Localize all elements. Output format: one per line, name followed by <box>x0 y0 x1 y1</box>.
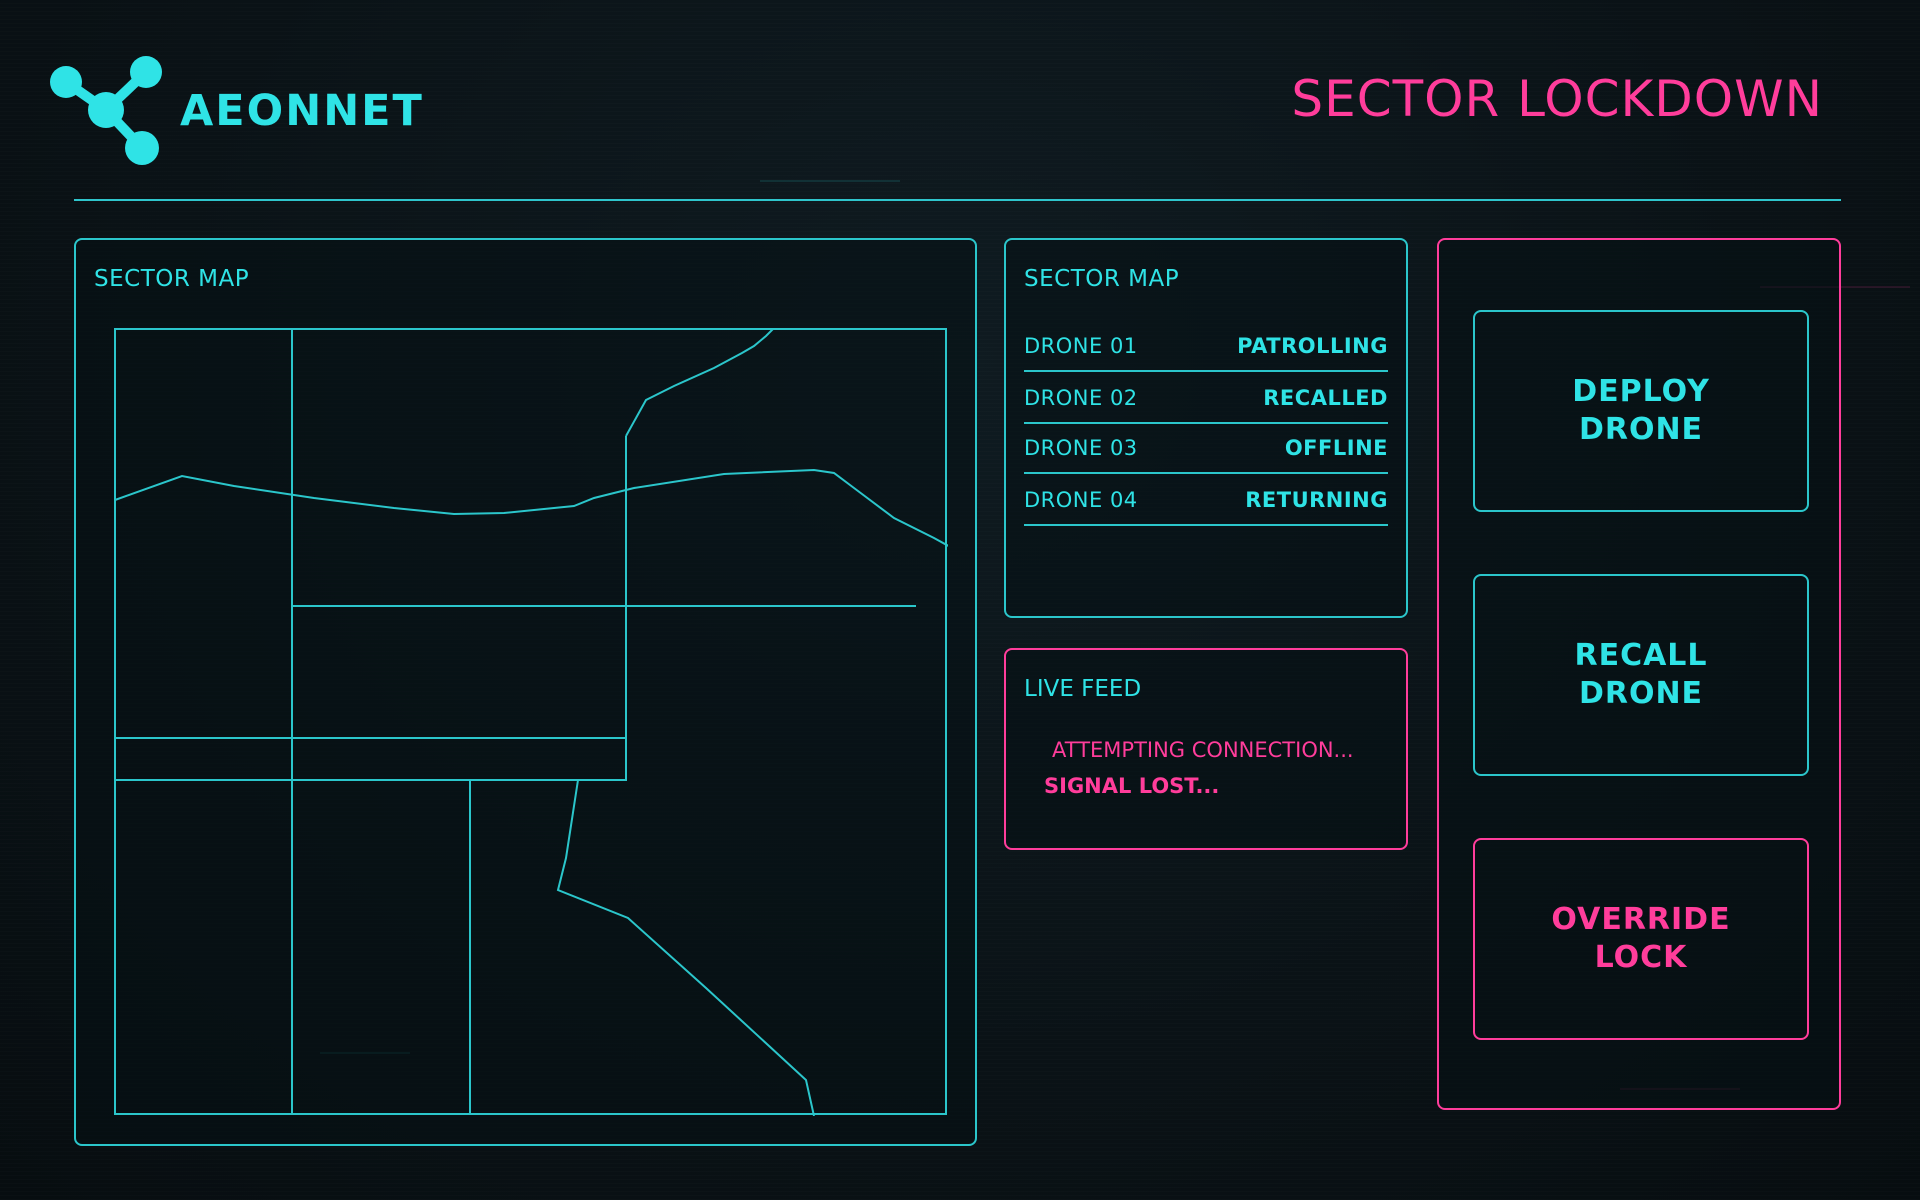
drone-name: DRONE 01 <box>1024 334 1138 358</box>
deploy-drone-button[interactable]: DEPLOY DRONE <box>1473 310 1809 512</box>
drone-row[interactable]: DRONE 03 OFFLINE <box>1024 424 1388 474</box>
drone-status: RECALLED <box>1263 386 1388 410</box>
map-border-path <box>625 328 775 437</box>
drone-row[interactable]: DRONE 02 RECALLED <box>1024 374 1388 424</box>
brand-name: AEONNET <box>180 86 424 136</box>
actions-panel: DEPLOY DRONE RECALL DRONE OVERRIDE LOCK <box>1437 238 1841 1110</box>
feed-status-line: ATTEMPTING CONNECTION... <box>1052 738 1354 762</box>
network-nodes-icon <box>50 56 162 165</box>
map-block <box>114 737 627 781</box>
glitch-line <box>760 180 900 182</box>
sector-map[interactable] <box>114 328 948 1116</box>
recall-drone-button[interactable]: RECALL DRONE <box>1473 574 1809 776</box>
map-border <box>114 328 947 1115</box>
drone-panel-title: SECTOR MAP <box>1024 266 1180 292</box>
override-lock-button[interactable]: OVERRIDE LOCK <box>1473 838 1809 1040</box>
page-title: SECTOR LOCKDOWN <box>1291 70 1823 128</box>
drone-status: PATROLLING <box>1237 334 1388 358</box>
deploy-drone-label: DEPLOY DRONE <box>1572 374 1710 447</box>
map-road-path <box>556 779 815 1116</box>
drone-name: DRONE 02 <box>1024 386 1138 410</box>
feed-signal-lost: SIGNAL LOST... <box>1044 774 1220 798</box>
map-river <box>114 468 948 547</box>
drone-name: DRONE 04 <box>1024 488 1138 512</box>
drone-status: RETURNING <box>1245 488 1388 512</box>
feed-panel-title: LIVE FEED <box>1024 676 1142 702</box>
sector-map-panel: SECTOR MAP <box>74 238 977 1146</box>
header-divider <box>74 199 1841 201</box>
drone-row[interactable]: DRONE 04 RETURNING <box>1024 476 1388 526</box>
drone-name: DRONE 03 <box>1024 436 1138 460</box>
map-panel-title: SECTOR MAP <box>94 266 250 292</box>
live-feed-panel: LIVE FEED ATTEMPTING CONNECTION... SIGNA… <box>1004 648 1408 850</box>
drone-row[interactable]: DRONE 01 PATROLLING <box>1024 322 1388 372</box>
drone-status-panel: SECTOR MAP DRONE 01 PATROLLING DRONE 02 … <box>1004 238 1408 618</box>
drone-status: OFFLINE <box>1284 436 1388 460</box>
recall-drone-label: RECALL DRONE <box>1574 638 1708 711</box>
override-lock-label: OVERRIDE LOCK <box>1551 902 1731 975</box>
